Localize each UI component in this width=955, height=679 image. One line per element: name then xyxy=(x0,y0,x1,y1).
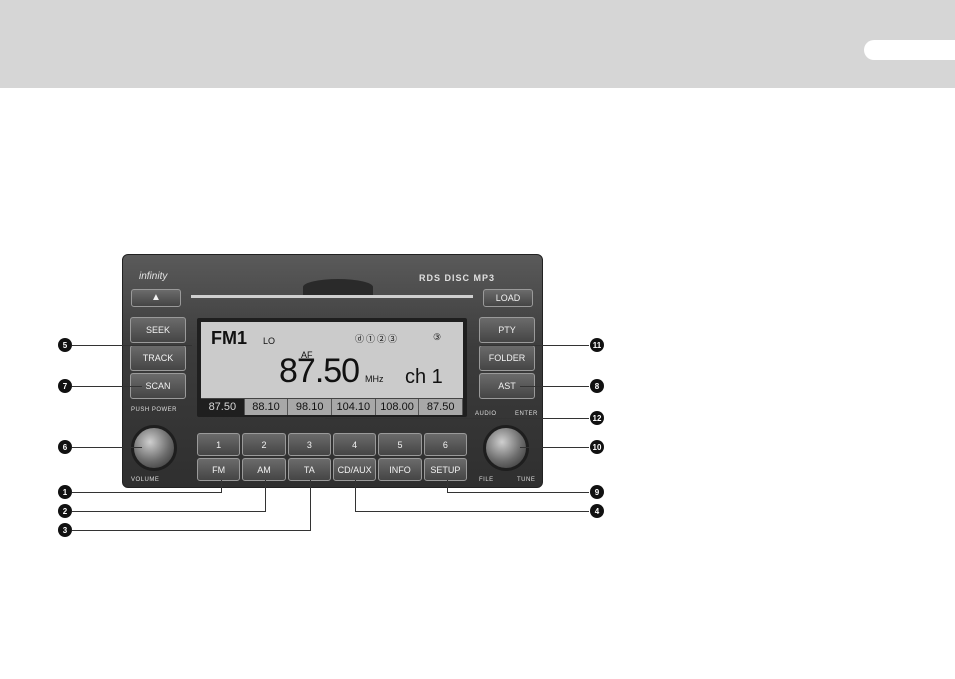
callout-line-11 xyxy=(480,345,589,346)
tune-knob[interactable] xyxy=(483,425,529,471)
callout-line-9v xyxy=(447,480,448,493)
callout-line-12 xyxy=(325,418,589,419)
cd-aux-button[interactable]: CD/AUX xyxy=(333,458,376,481)
track-button[interactable]: TRACK xyxy=(130,345,186,371)
am-button[interactable]: AM xyxy=(242,458,285,481)
preset-button-4[interactable]: 4 xyxy=(333,433,376,456)
preset-5: 108.00 xyxy=(376,399,420,415)
format-logos: RDS DISC MP3 xyxy=(419,273,495,283)
header-band xyxy=(0,0,955,88)
callout-line-1v xyxy=(221,480,222,493)
preset-button-2[interactable]: 2 xyxy=(242,433,285,456)
callout-line-4v xyxy=(355,480,356,512)
info-button[interactable]: INFO xyxy=(378,458,421,481)
display-indicators: ⓓ①②③ xyxy=(355,332,399,345)
callout-line-8 xyxy=(520,386,589,387)
load-button[interactable]: LOAD xyxy=(483,289,533,307)
preset-4: 104.10 xyxy=(332,399,376,415)
track-label: TRACK xyxy=(143,353,174,363)
disc-slot xyxy=(191,295,473,298)
push-power-label: PUSH POWER xyxy=(131,407,177,413)
enter-label: ENTER xyxy=(515,411,538,417)
callout-line-9 xyxy=(447,492,589,493)
callout-marker-2: 2 xyxy=(58,504,72,518)
folder-button[interactable]: FOLDER xyxy=(479,345,535,371)
display-lo: LO xyxy=(263,336,275,346)
preset-6: 87.50 xyxy=(419,399,463,415)
seek-label: SEEK xyxy=(146,325,170,335)
car-radio-unit: infinity RDS DISC MP3 ▲ LOAD SEEK TRACK … xyxy=(122,254,543,488)
display-unit: MHz xyxy=(365,374,384,384)
callout-line-3 xyxy=(72,530,311,531)
callout-line-2 xyxy=(72,511,266,512)
display-channel: ch 1 xyxy=(405,366,443,389)
callout-marker-12: 12 xyxy=(590,411,604,425)
preset-2: 88.10 xyxy=(245,399,289,415)
callout-marker-8: 8 xyxy=(590,379,604,393)
callout-line-10 xyxy=(520,447,589,448)
callout-line-5 xyxy=(72,345,192,346)
callout-marker-5: 5 xyxy=(58,338,72,352)
callout-marker-1: 1 xyxy=(58,485,72,499)
eject-button[interactable]: ▲ xyxy=(131,289,181,307)
brand-logo: infinity xyxy=(139,271,167,282)
callout-marker-6: 6 xyxy=(58,440,72,454)
callout-line-3v xyxy=(310,480,311,531)
pty-label: PTY xyxy=(498,325,516,335)
button-grid: 1 2 3 4 5 6 FM AM TA CD/AUX INFO SETUP xyxy=(197,433,467,481)
preset-button-1[interactable]: 1 xyxy=(197,433,240,456)
volume-knob[interactable] xyxy=(131,425,177,471)
preset-3: 98.10 xyxy=(288,399,332,415)
pty-button[interactable]: PTY xyxy=(479,317,535,343)
tune-label: TUNE xyxy=(517,477,535,483)
file-label: FILE xyxy=(479,477,494,483)
display-indicator-3: ③ xyxy=(433,332,441,343)
preset-button-6[interactable]: 6 xyxy=(424,433,467,456)
preset-strip: 87.50 88.10 98.10 104.10 108.00 87.50 xyxy=(201,398,463,415)
callout-line-6 xyxy=(72,447,142,448)
callout-line-7 xyxy=(72,386,142,387)
display-frequency: 87.50 xyxy=(279,352,359,391)
callout-marker-10: 10 xyxy=(590,440,604,454)
callout-marker-4: 4 xyxy=(590,504,604,518)
display-band: FM1 xyxy=(211,328,247,349)
disc-notch xyxy=(303,279,373,295)
header-tab xyxy=(864,40,955,60)
callout-line-1 xyxy=(72,492,222,493)
preset-button-5[interactable]: 5 xyxy=(378,433,421,456)
setup-button[interactable]: SETUP xyxy=(424,458,467,481)
fm-button[interactable]: FM xyxy=(197,458,240,481)
callout-line-2v xyxy=(265,480,266,512)
preset-button-3[interactable]: 3 xyxy=(288,433,331,456)
callout-marker-11: 11 xyxy=(590,338,604,352)
callout-line-4 xyxy=(355,511,589,512)
seek-button[interactable]: SEEK xyxy=(130,317,186,343)
audio-label: AUDIO xyxy=(475,411,497,417)
callout-marker-7: 7 xyxy=(58,379,72,393)
preset-1: 87.50 xyxy=(201,399,245,415)
folder-label: FOLDER xyxy=(489,353,526,363)
callout-marker-3: 3 xyxy=(58,523,72,537)
callout-marker-9: 9 xyxy=(590,485,604,499)
ta-button[interactable]: TA xyxy=(288,458,331,481)
volume-label: VOLUME xyxy=(131,477,159,483)
lcd-display: FM1 LO ⓓ①②③ ③ AF 87.50 MHz ch 1 87.50 88… xyxy=(197,318,467,417)
